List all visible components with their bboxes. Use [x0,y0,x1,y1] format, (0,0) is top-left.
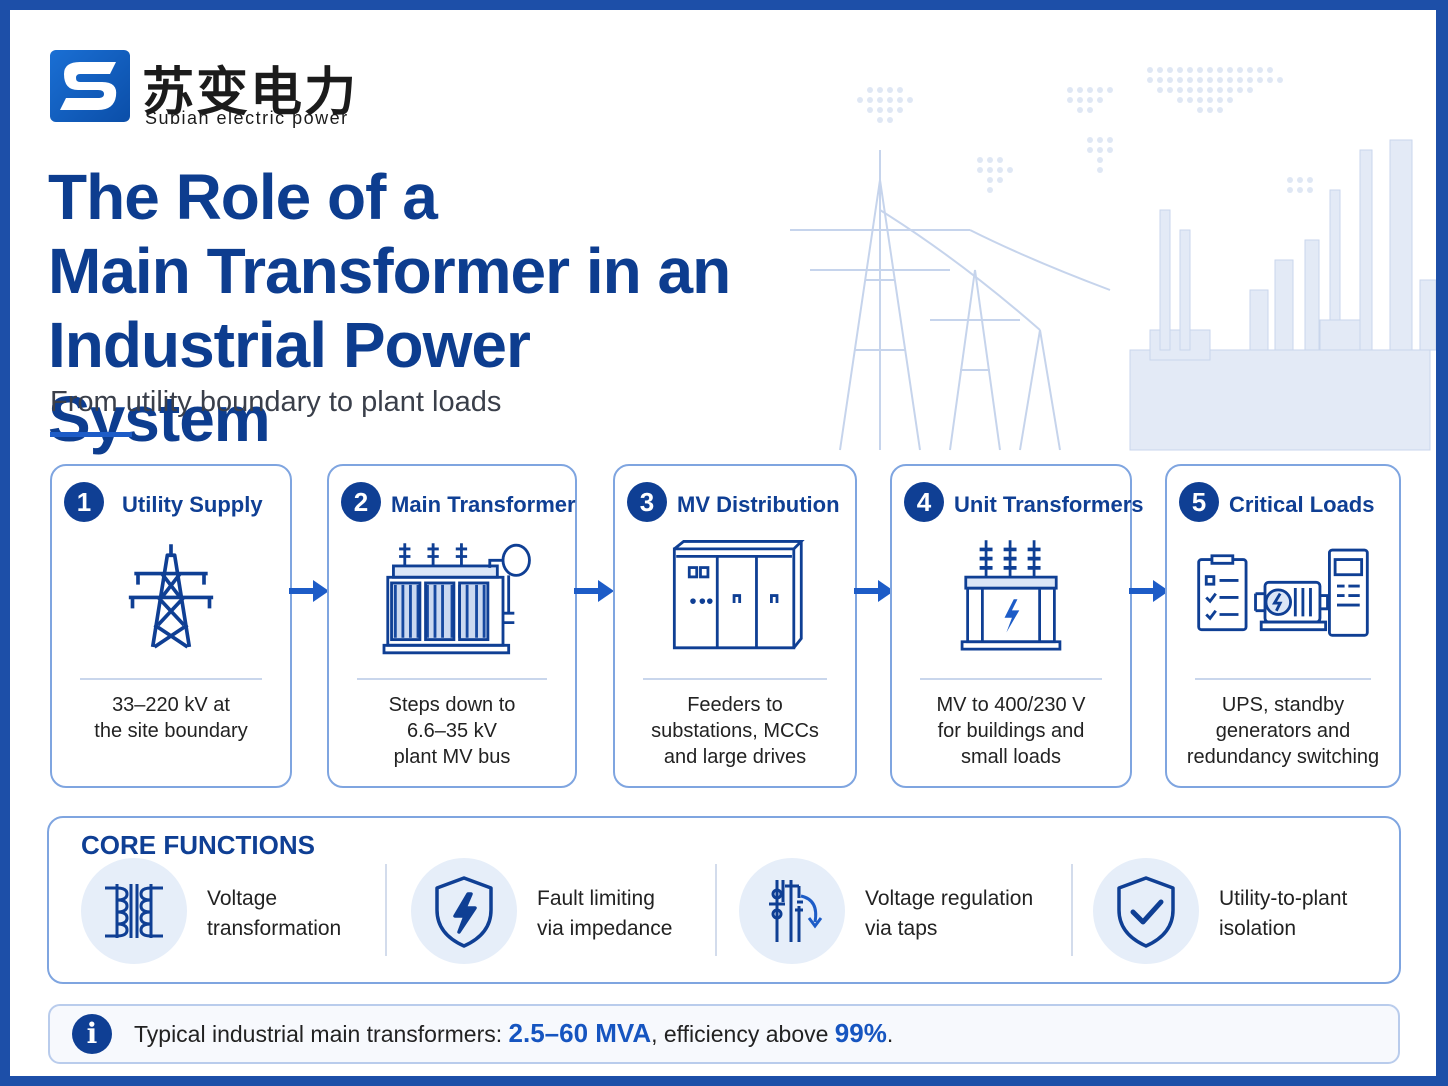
step-description: Steps down to 6.6–35 kV plant MV bus [335,692,569,770]
step-desc-line: plant MV bus [393,746,511,768]
step-title: Unit Transformers [954,492,1144,517]
step-description: Feeders to substations, MCCs and large d… [621,692,849,770]
info-efficiency: 99% [834,1018,887,1048]
shield-check-icon [1093,858,1199,964]
step-divider [1195,678,1371,680]
step-desc-line: 6.6–35 kV [406,720,498,742]
core-functions-title: CORE FUNCTIONS [81,830,315,860]
infographic-frame: 苏变电力 Subian electric power The Role of a… [10,10,1436,1076]
flow-arrow-icon [289,580,329,602]
step-number: 2 [341,482,381,522]
brand-name-en: Subian electric power [145,108,349,128]
step-desc-line: UPS, standby [1221,694,1345,716]
step-title: Utility Supply [122,492,263,517]
core-function-line: via impedance [537,917,673,940]
info-middle: , efficiency above [651,1021,835,1047]
flow-arrow-icon [1129,580,1169,602]
step-description: MV to 400/230 V for buildings and small … [898,692,1124,770]
core-function-line: via taps [865,917,938,940]
step-title: Critical Loads [1229,492,1375,517]
tap-changer-icon [739,858,845,964]
critical-loads-icon [1167,534,1399,674]
flow-arrow-icon [854,580,894,602]
step-desc-line: generators and [1215,720,1351,742]
title-line-3: Industrial Power System [48,309,531,455]
shield-bolt-icon [411,858,517,964]
core-divider [1071,864,1073,956]
core-function-line: transformation [207,917,342,940]
step-number: 1 [64,482,104,522]
brand-name-cn: 苏变电力 [142,63,359,123]
core-divider [715,864,717,956]
step-divider [357,678,547,680]
core-divider [385,864,387,956]
core-function-voltage-regulation: Voltage regulation via taps [739,858,1079,968]
step-desc-line: small loads [960,746,1062,768]
info-suffix: . [886,1021,894,1047]
step-description: 33–220 kV at the site boundary [58,692,284,744]
core-function-fault-limiting: Fault limiting via impedance [411,858,711,968]
info-rating: 2.5–60 MVA [508,1018,652,1048]
logo-mark-icon [50,50,130,122]
step-card-critical-loads: 5 Critical Loads UPS, standby generators… [1165,464,1401,788]
core-function-line: Voltage regulation [865,887,1034,910]
core-function-isolation: Utility-to-plant isolation [1093,858,1393,968]
power-transformer-icon [329,534,575,674]
core-function-line: Utility-to-plant [1219,887,1348,910]
step-desc-line: MV to 400/230 V [936,694,1086,716]
core-function-line: Voltage [207,887,278,910]
info-text: Typical industrial main transformers: 2.… [134,1018,893,1049]
step-title: Main Transformer [391,492,576,517]
core-function-label: Voltage regulation via taps [865,884,1085,944]
step-divider [643,678,827,680]
brand-logo: 苏变电力 Subian electric power [50,50,390,140]
step-number: 3 [627,482,667,522]
step-desc-line: Steps down to [388,694,516,716]
title-line-2: Main Transformer in an [48,235,731,307]
step-desc-line: the site boundary [94,720,248,742]
background-illustration [790,67,1436,451]
step-title: MV Distribution [677,492,840,517]
flow-arrow-icon [574,580,614,602]
core-functions-panel: CORE FUNCTIONS Voltage transformation [47,816,1401,984]
step-desc-line: substations, MCCs [651,720,819,742]
step-card-main-transformer: 2 Main Transformer Steps down to 6.6–35 … [327,464,577,788]
step-desc-line: and large drives [663,746,807,768]
step-description: UPS, standby generators and redundancy s… [1173,692,1393,770]
step-desc-line: 33–220 kV at [112,694,230,716]
step-desc-line: redundancy switching [1186,746,1380,768]
unit-transformer-icon [892,534,1130,674]
page-title: The Role of a Main Transformer in an Ind… [48,160,768,456]
step-desc-line: Feeders to [687,694,783,716]
core-function-label: Utility-to-plant isolation [1219,884,1419,944]
coil-icon [81,858,187,964]
core-function-voltage-transformation: Voltage transformation [81,858,381,968]
step-desc-line: for buildings and [937,720,1085,742]
step-divider [80,678,262,680]
step-number: 5 [1179,482,1219,522]
title-line-1: The Role of a [48,161,438,233]
core-function-line: Fault limiting [537,887,655,910]
info-bar: i Typical industrial main transformers: … [48,1004,1400,1064]
step-number: 4 [904,482,944,522]
transmission-tower-icon [52,534,290,674]
subtitle-underline [50,432,132,437]
switchgear-icon [615,534,855,674]
info-icon: i [72,1014,112,1054]
core-function-label: Voltage transformation [207,884,407,944]
step-card-utility-supply: 1 Utility Supply 33–220 kV at the site b… [50,464,292,788]
step-card-unit-transformers: 4 Unit Transformers MV to 400/230 V for … [890,464,1144,788]
step-divider [920,678,1102,680]
page-subtitle: From utility boundary to plant loads [50,386,502,418]
info-prefix: Typical industrial main transformers: [134,1021,509,1047]
step-card-mv-distribution: 3 MV Distribution Feeders to substations… [613,464,857,788]
core-function-label: Fault limiting via impedance [537,884,737,944]
core-function-line: isolation [1219,917,1297,940]
